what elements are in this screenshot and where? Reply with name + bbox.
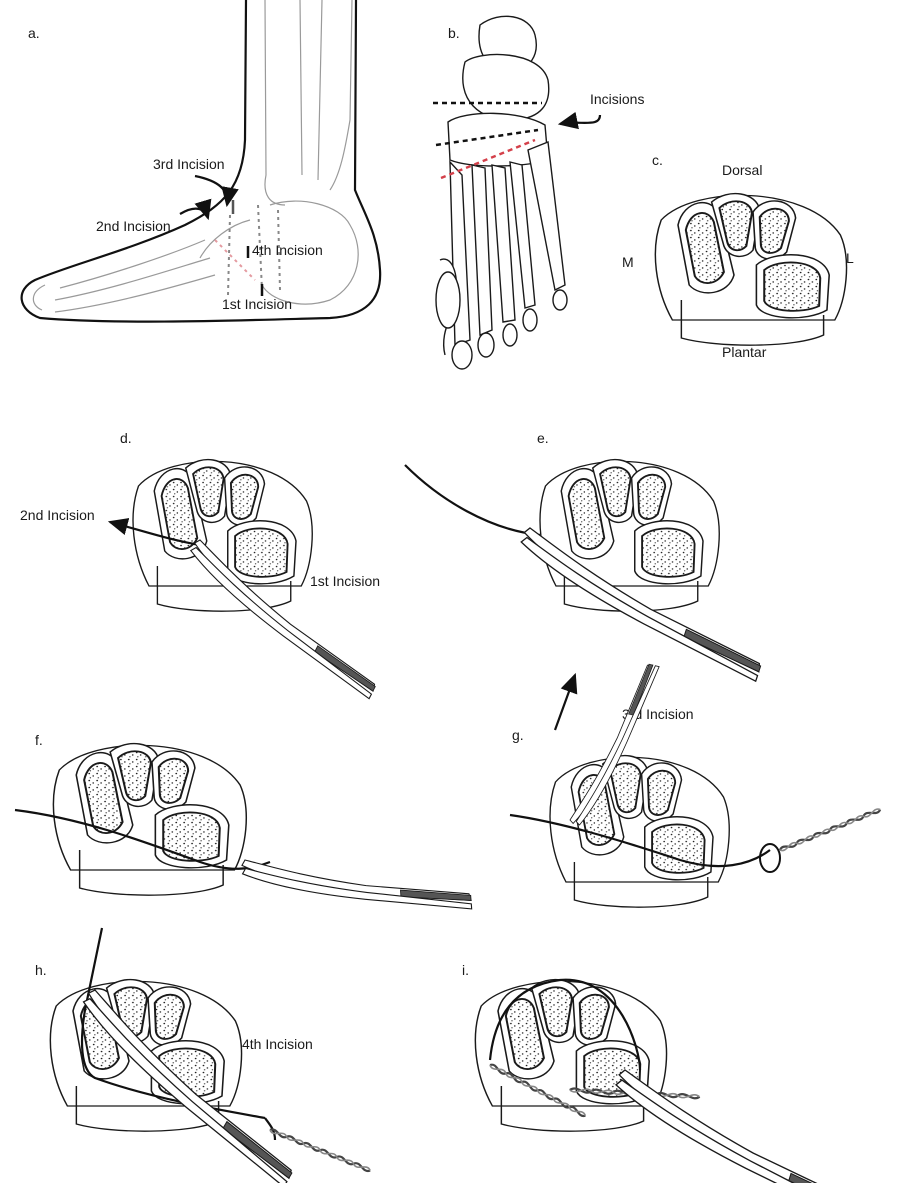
panel-h-letter: h. — [35, 962, 47, 978]
foot-outline — [20, 0, 382, 323]
panel-e: e. — [404, 430, 780, 682]
incisions-label: Incisions — [590, 91, 644, 107]
panel-h: h. 4th Incision — [35, 927, 372, 1183]
panel-g: g. 3rd Incision — [509, 654, 882, 909]
panel-d-letter: d. — [120, 430, 132, 446]
fourth-incision-label: 4th Incision — [252, 242, 323, 258]
panel-c-letter: c. — [652, 152, 663, 168]
panel-a: a. 3rd Incision 2nd Incision 4th Incisio… — [20, 0, 382, 323]
plantar-label: Plantar — [722, 344, 767, 360]
panel-a-letter: a. — [28, 25, 40, 41]
fourth-incision-label-h: 4th Incision — [242, 1036, 313, 1052]
panel-f-letter: f. — [35, 732, 43, 748]
panel-f: f. — [14, 732, 473, 926]
second-incision-label: 2nd Incision — [96, 218, 171, 234]
panel-i: i. — [462, 962, 889, 1183]
panel-d: d. 2nd Incision 1st Incision — [20, 430, 399, 700]
panel-e-letter: e. — [537, 430, 549, 446]
tibia-outline — [264, 0, 353, 206]
first-incision-label: 1st Incision — [222, 296, 292, 312]
foot-bones — [32, 200, 359, 313]
second-incision-label-d: 2nd Incision — [20, 507, 95, 523]
cross-section — [654, 192, 848, 347]
panel-b-letter: b. — [448, 25, 460, 41]
foot-skeleton — [435, 15, 568, 370]
lateral-label: L — [846, 250, 854, 266]
third-incision-label: 3rd Incision — [153, 156, 225, 172]
dorsal-label: Dorsal — [722, 162, 762, 178]
medial-label: M — [622, 254, 634, 270]
panel-g-letter: g. — [512, 727, 524, 743]
first-incision-label-d: 1st Incision — [310, 573, 380, 589]
panel-b: b. Incisions — [433, 15, 644, 370]
panel-c: c. Dorsal Plantar M L — [622, 152, 854, 360]
panel-i-letter: i. — [462, 962, 469, 978]
